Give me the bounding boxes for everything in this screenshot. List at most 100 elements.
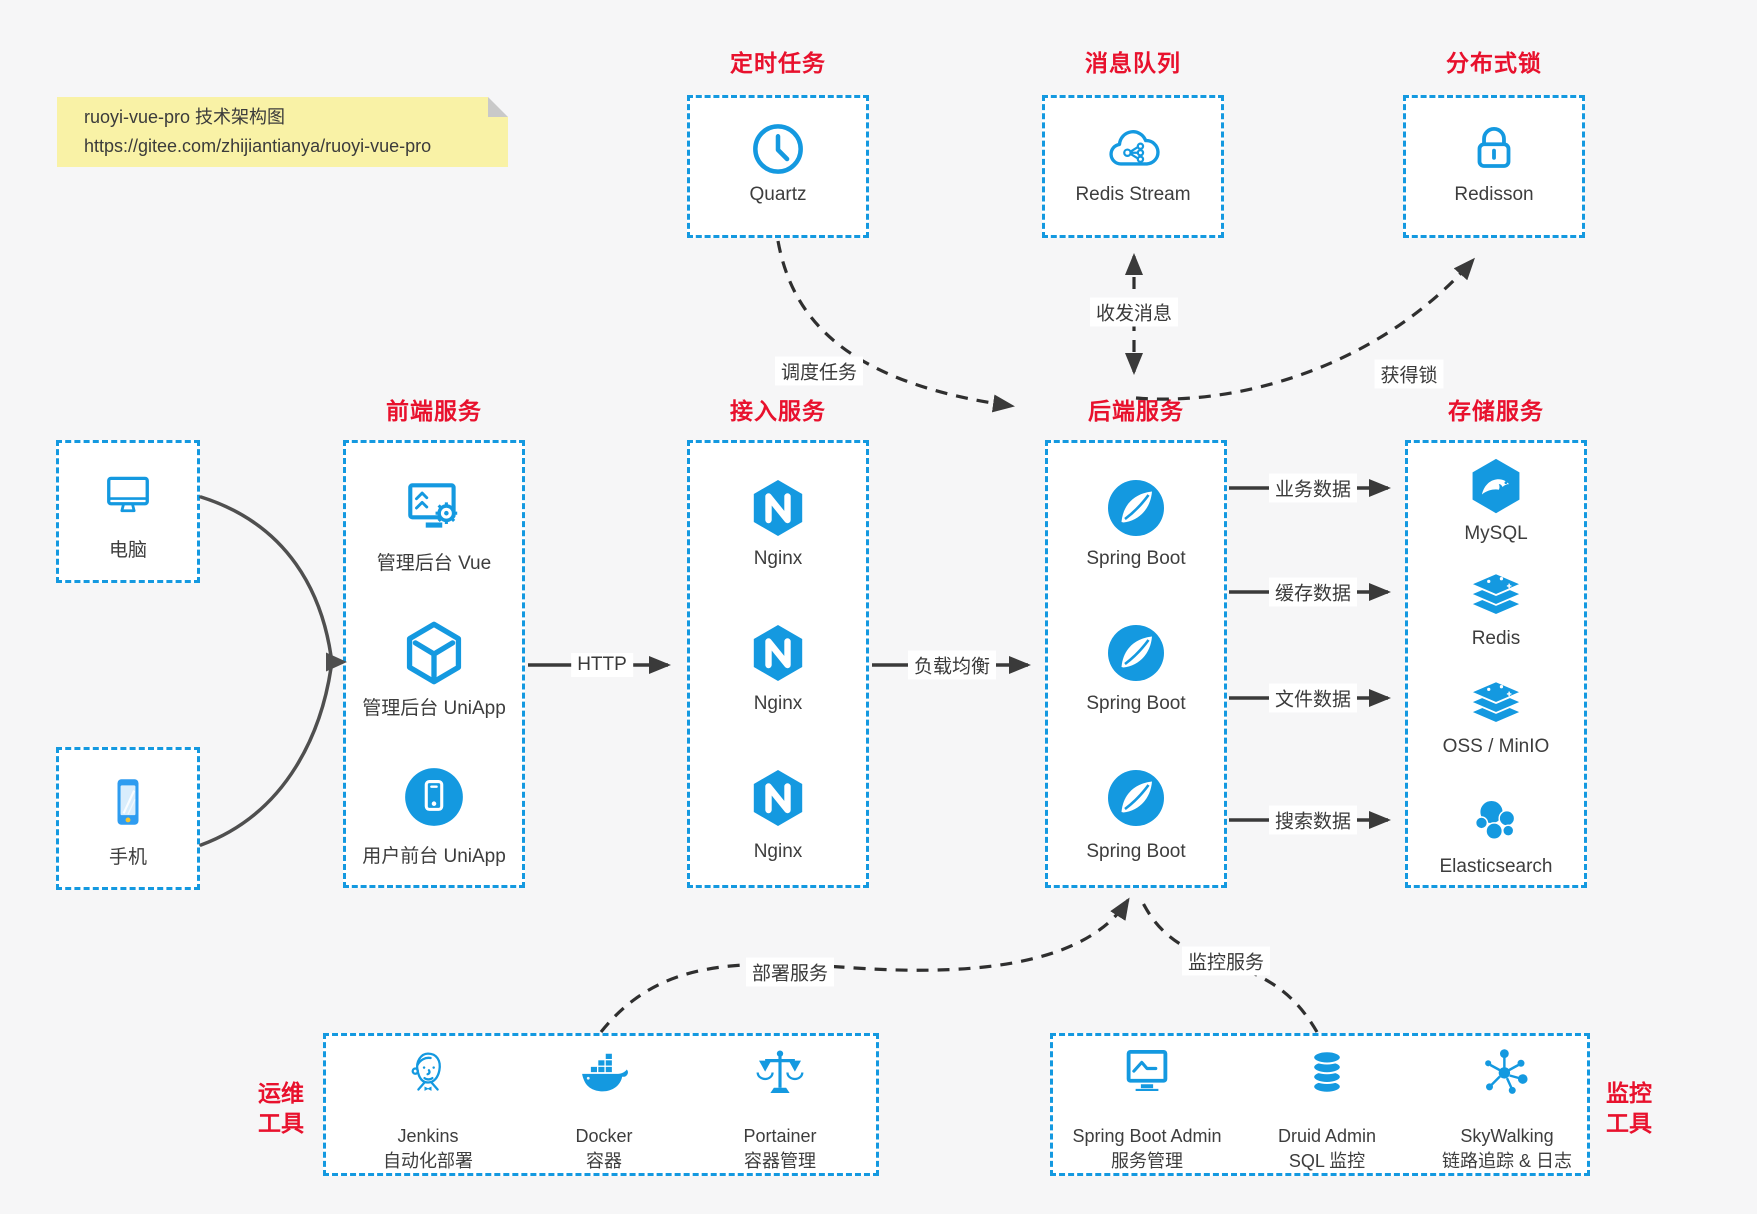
monitor-title-line1: 监控: [1606, 1080, 1652, 1106]
column-title-frontend: 前端服务: [386, 398, 482, 424]
oss-stack-icon: [1469, 680, 1523, 724]
skywalking-sublabel: 链路追踪 & 日志: [1441, 1151, 1572, 1171]
oss-minio-label: OSS / MinIO: [1442, 736, 1550, 757]
cube-icon: [406, 621, 462, 685]
backend-box: Spring Boot Spring Boot Spring Boot: [1045, 440, 1227, 888]
nginx-label-2: Nginx: [753, 693, 803, 714]
redis-stream-box: Redis Stream: [1042, 95, 1224, 238]
note-fold-corner: [488, 97, 508, 117]
column-title-backend: 后端服务: [1088, 398, 1184, 424]
docker-label: Docker: [575, 1126, 633, 1146]
group-title-lock: 分布式锁: [1446, 50, 1542, 76]
springboot-label-1: Spring Boot: [1086, 548, 1186, 569]
cache-data-label: 缓存数据: [1268, 577, 1358, 607]
sticky-note: ruoyi-vue-pro 技术架构图 https://gitee.com/zh…: [57, 97, 508, 167]
redis-label: Redis: [1471, 628, 1521, 649]
springboot-label-3: Spring Boot: [1086, 841, 1186, 862]
docker-item: Docker 容器: [516, 1036, 692, 1173]
spring-icon: [1108, 770, 1164, 826]
spring-boot-admin-label: Spring Boot Admin: [1072, 1126, 1222, 1146]
spring-icon: [1108, 625, 1164, 681]
nginx-icon: [753, 770, 803, 826]
storage-box: MySQL Redis OSS / MinIO: [1405, 440, 1587, 888]
elasticsearch-icon: [1474, 799, 1516, 840]
message-label: 收发消息: [1089, 297, 1179, 327]
skywalking-label: SkyWalking: [1460, 1126, 1554, 1146]
monitor-service-label: 监控服务: [1181, 946, 1271, 976]
elasticsearch-label: Elasticsearch: [1439, 856, 1553, 877]
note-url: https://gitee.com/zhijiantianya/ruoyi-vu…: [84, 136, 432, 156]
user-app-icon: [405, 768, 463, 826]
load-balance-label: 负载均衡: [907, 650, 997, 680]
jenkins-label: Jenkins: [397, 1126, 459, 1146]
spring-icon: [1108, 480, 1164, 536]
ops-tools-box: Jenkins 自动化部署 Docker 容器: [323, 1033, 879, 1176]
portainer-icon: [756, 1050, 804, 1093]
nginx-icon: [753, 625, 803, 681]
business-data-label: 业务数据: [1268, 473, 1358, 503]
skywalking-item: SkyWalking 链路追踪 & 日志: [1419, 1036, 1595, 1173]
database-icon: [1312, 1050, 1342, 1094]
redisson-box: Redisson: [1403, 95, 1585, 238]
monitor-tools-title: 监控 工具: [1598, 1078, 1660, 1138]
spring-boot-admin-item: Spring Boot Admin 服务管理: [1059, 1036, 1235, 1173]
nginx-label-3: Nginx: [753, 841, 803, 862]
portainer-label: Portainer: [743, 1126, 817, 1146]
file-data-label: 文件数据: [1268, 683, 1358, 713]
cloud-stream-icon: [1109, 130, 1160, 166]
druid-admin-label: Druid Admin: [1277, 1126, 1377, 1146]
search-data-label: 搜索数据: [1268, 805, 1358, 835]
jenkins-icon: [411, 1052, 441, 1091]
monitor-tools-box: Spring Boot Admin 服务管理 Druid Admin SQL 监…: [1050, 1033, 1590, 1176]
spring-boot-admin-sublabel: 服务管理: [1111, 1151, 1183, 1171]
monitor-chart-icon: [1126, 1049, 1168, 1091]
ops-tools-title: 运维 工具: [250, 1078, 312, 1138]
phone-box: 手机: [56, 747, 200, 890]
edge-computer-to-frontend: [199, 495, 333, 658]
quartz-box: Quartz: [687, 95, 869, 238]
springboot-label-2: Spring Boot: [1086, 693, 1186, 714]
http-label: HTTP: [571, 653, 633, 677]
computer-box: 电脑: [56, 440, 200, 583]
redis-stream-label: Redis Stream: [1075, 184, 1191, 205]
redis-stack-icon: [1469, 572, 1523, 616]
schedule-task-label: 调度任务: [774, 356, 864, 386]
mysql-icon: [1472, 458, 1520, 514]
note-title: ruoyi-vue-pro 技术架构图: [84, 107, 286, 127]
edge-phone-to-frontend: [199, 666, 333, 847]
ops-title-line1: 运维: [258, 1080, 304, 1106]
group-title-mq: 消息队列: [1085, 50, 1181, 76]
edge-deploy-service: [599, 897, 1130, 1033]
admin-uniapp-label: 管理后台 UniApp: [362, 698, 506, 719]
docker-icon: [582, 1053, 628, 1092]
acquire-lock-label: 获得锁: [1374, 359, 1444, 389]
nginx-label-1: Nginx: [753, 548, 803, 569]
user-uniapp-label: 用户前台 UniApp: [362, 846, 506, 867]
portainer-item: Portainer 容器管理: [692, 1036, 868, 1173]
portainer-sublabel: 容器管理: [744, 1151, 816, 1171]
admin-vue-icon: [408, 483, 458, 528]
network-nodes-icon: [1485, 1049, 1528, 1094]
druid-admin-item: Druid Admin SQL 监控: [1239, 1036, 1415, 1173]
druid-admin-sublabel: SQL 监控: [1288, 1151, 1366, 1171]
monitor-title-line2: 工具: [1606, 1110, 1652, 1136]
jenkins-sublabel: 自动化部署: [383, 1151, 473, 1171]
ops-title-line2: 工具: [258, 1110, 304, 1136]
frontend-box: 管理后台 Vue 管理后台 UniApp 用户前台 UniApp: [343, 440, 525, 888]
lock-icon: [1477, 126, 1511, 168]
nginx-icon: [753, 480, 803, 536]
deploy-service-label: 部署服务: [745, 957, 835, 987]
redisson-label: Redisson: [1454, 184, 1534, 205]
phone-label: 手机: [108, 847, 147, 868]
column-title-gateway: 接入服务: [730, 398, 826, 424]
docker-sublabel: 容器: [586, 1151, 622, 1171]
quartz-label: Quartz: [749, 184, 807, 205]
jenkins-item: Jenkins 自动化部署: [340, 1036, 516, 1173]
computer-icon: [107, 476, 149, 513]
phone-icon: [117, 779, 139, 825]
gateway-box: Nginx Nginx Nginx: [687, 440, 869, 888]
mysql-label: MySQL: [1464, 523, 1528, 544]
clock-icon: [753, 124, 803, 174]
computer-label: 电脑: [108, 540, 147, 561]
